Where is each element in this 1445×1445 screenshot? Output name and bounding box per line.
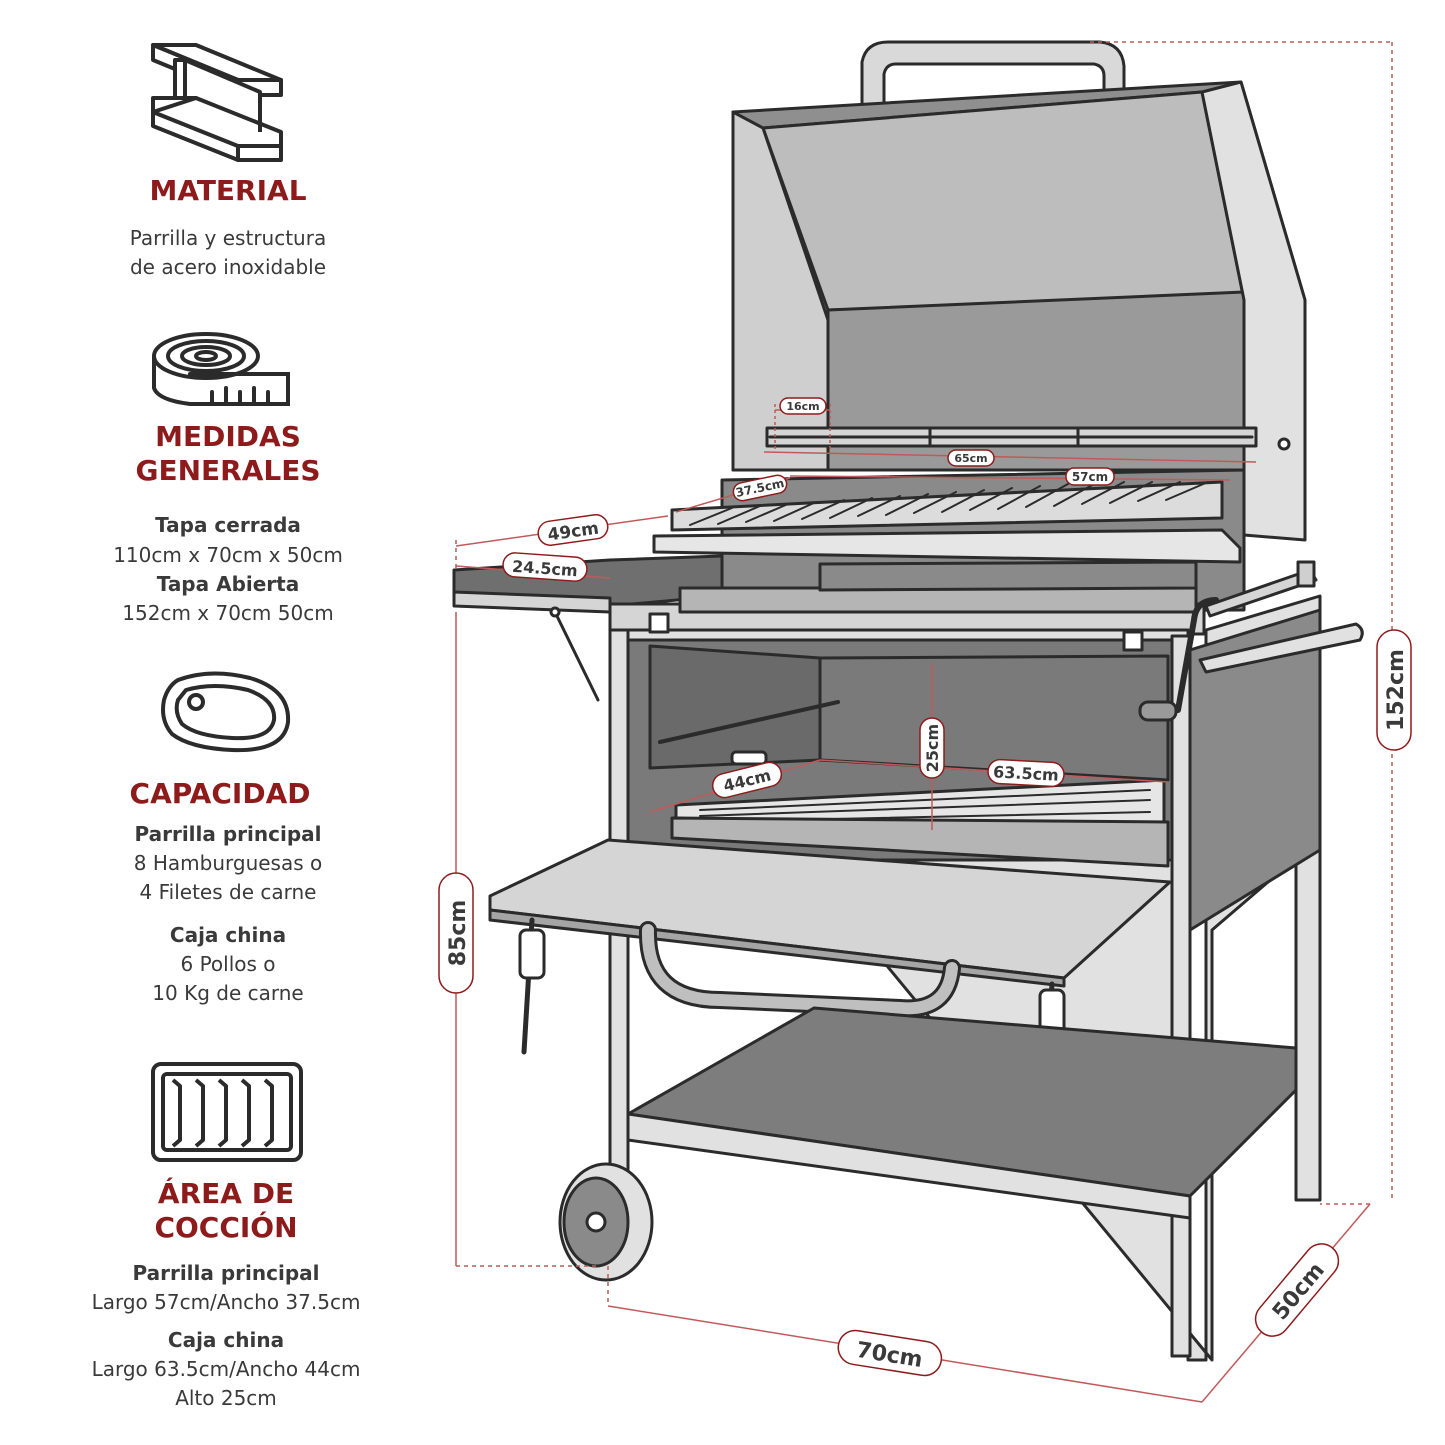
svg-text:85cm: 85cm [446,900,471,967]
measuring-tape-icon [152,332,290,406]
dimension-labels: 16cm 65cm 57cm 37.5cm 49cm 24.5cm [438,397,1412,1377]
capacidad-main-line2: 4 Filetes de carne [140,880,317,904]
cooking-grate-icon [151,1062,303,1162]
area-main-value: Largo 57cm/Ancho 37.5cm [92,1290,361,1314]
dim-85: 85cm [438,872,474,994]
grill-illustration [452,40,1364,1362]
dim-70: 70cm [837,1329,943,1377]
capacidad-main-line1: 8 Hamburguesas o [134,851,322,875]
dim-65: 65cm [947,449,995,467]
front-table [488,838,1172,980]
crank-handle [1175,597,1219,713]
dim-25: 25cm [919,717,945,779]
capacidad-box-line2: 10 Kg de carne [152,981,303,1005]
svg-text:65cm: 65cm [954,452,987,465]
svg-text:24.5cm: 24.5cm [511,557,578,581]
material-line1: Parrilla y estructura [130,226,326,250]
dim-50: 50cm [1254,1243,1340,1337]
tapa-cerrada-label: Tapa cerrada [155,513,301,537]
grate-bars [689,481,1209,526]
dim-49: 49cm [537,514,609,546]
material-line2: de acero inoxidable [130,255,326,279]
dim-63-5: 63.5cm [987,758,1065,788]
steel-beam-icon [151,43,283,162]
svg-text:25cm: 25cm [923,724,942,772]
wheel-icon [558,1162,654,1282]
steak-icon [161,671,291,753]
area-main-label: Parrilla principal [132,1261,319,1285]
material-title: MATERIAL [149,174,306,207]
tapa-cerrada-value: 110cm x 70cm x 50cm [113,543,343,567]
side-handle [1198,622,1364,674]
area-title-line2: COCCIÓN [154,1210,297,1244]
dim-57: 57cm [1065,467,1115,486]
capacidad-box-line1: 6 Pollos o [180,952,275,976]
area-box-value1: Largo 63.5cm/Ancho 44cm [92,1357,361,1381]
area-title-line1: ÁREA DE [158,1176,294,1210]
dim-24-5: 24.5cm [502,552,588,582]
capacidad-main-label: Parrilla principal [134,822,321,846]
tapa-abierta-label: Tapa Abierta [157,572,299,596]
tapa-abierta-value: 152cm x 70cm 50cm [122,601,333,625]
area-box-value2: Alto 25cm [175,1386,277,1410]
medidas-title-line2: GENERALES [135,454,320,487]
capacidad-box-label: Caja china [170,923,286,947]
main-grate [670,480,1224,532]
capacidad-title: CAPACIDAD [130,777,311,810]
dim-16: 16cm [779,397,827,415]
svg-text:57cm: 57cm [1072,470,1108,484]
svg-text:63.5cm: 63.5cm [993,762,1060,784]
svg-text:16cm: 16cm [786,400,819,413]
dim-37-5: 37.5cm [732,474,788,502]
area-box-label: Caja china [168,1328,284,1352]
medidas-title-line1: MEDIDAS [155,420,301,453]
dim-152: 152cm [1376,629,1412,751]
svg-text:152cm: 152cm [1384,649,1409,731]
